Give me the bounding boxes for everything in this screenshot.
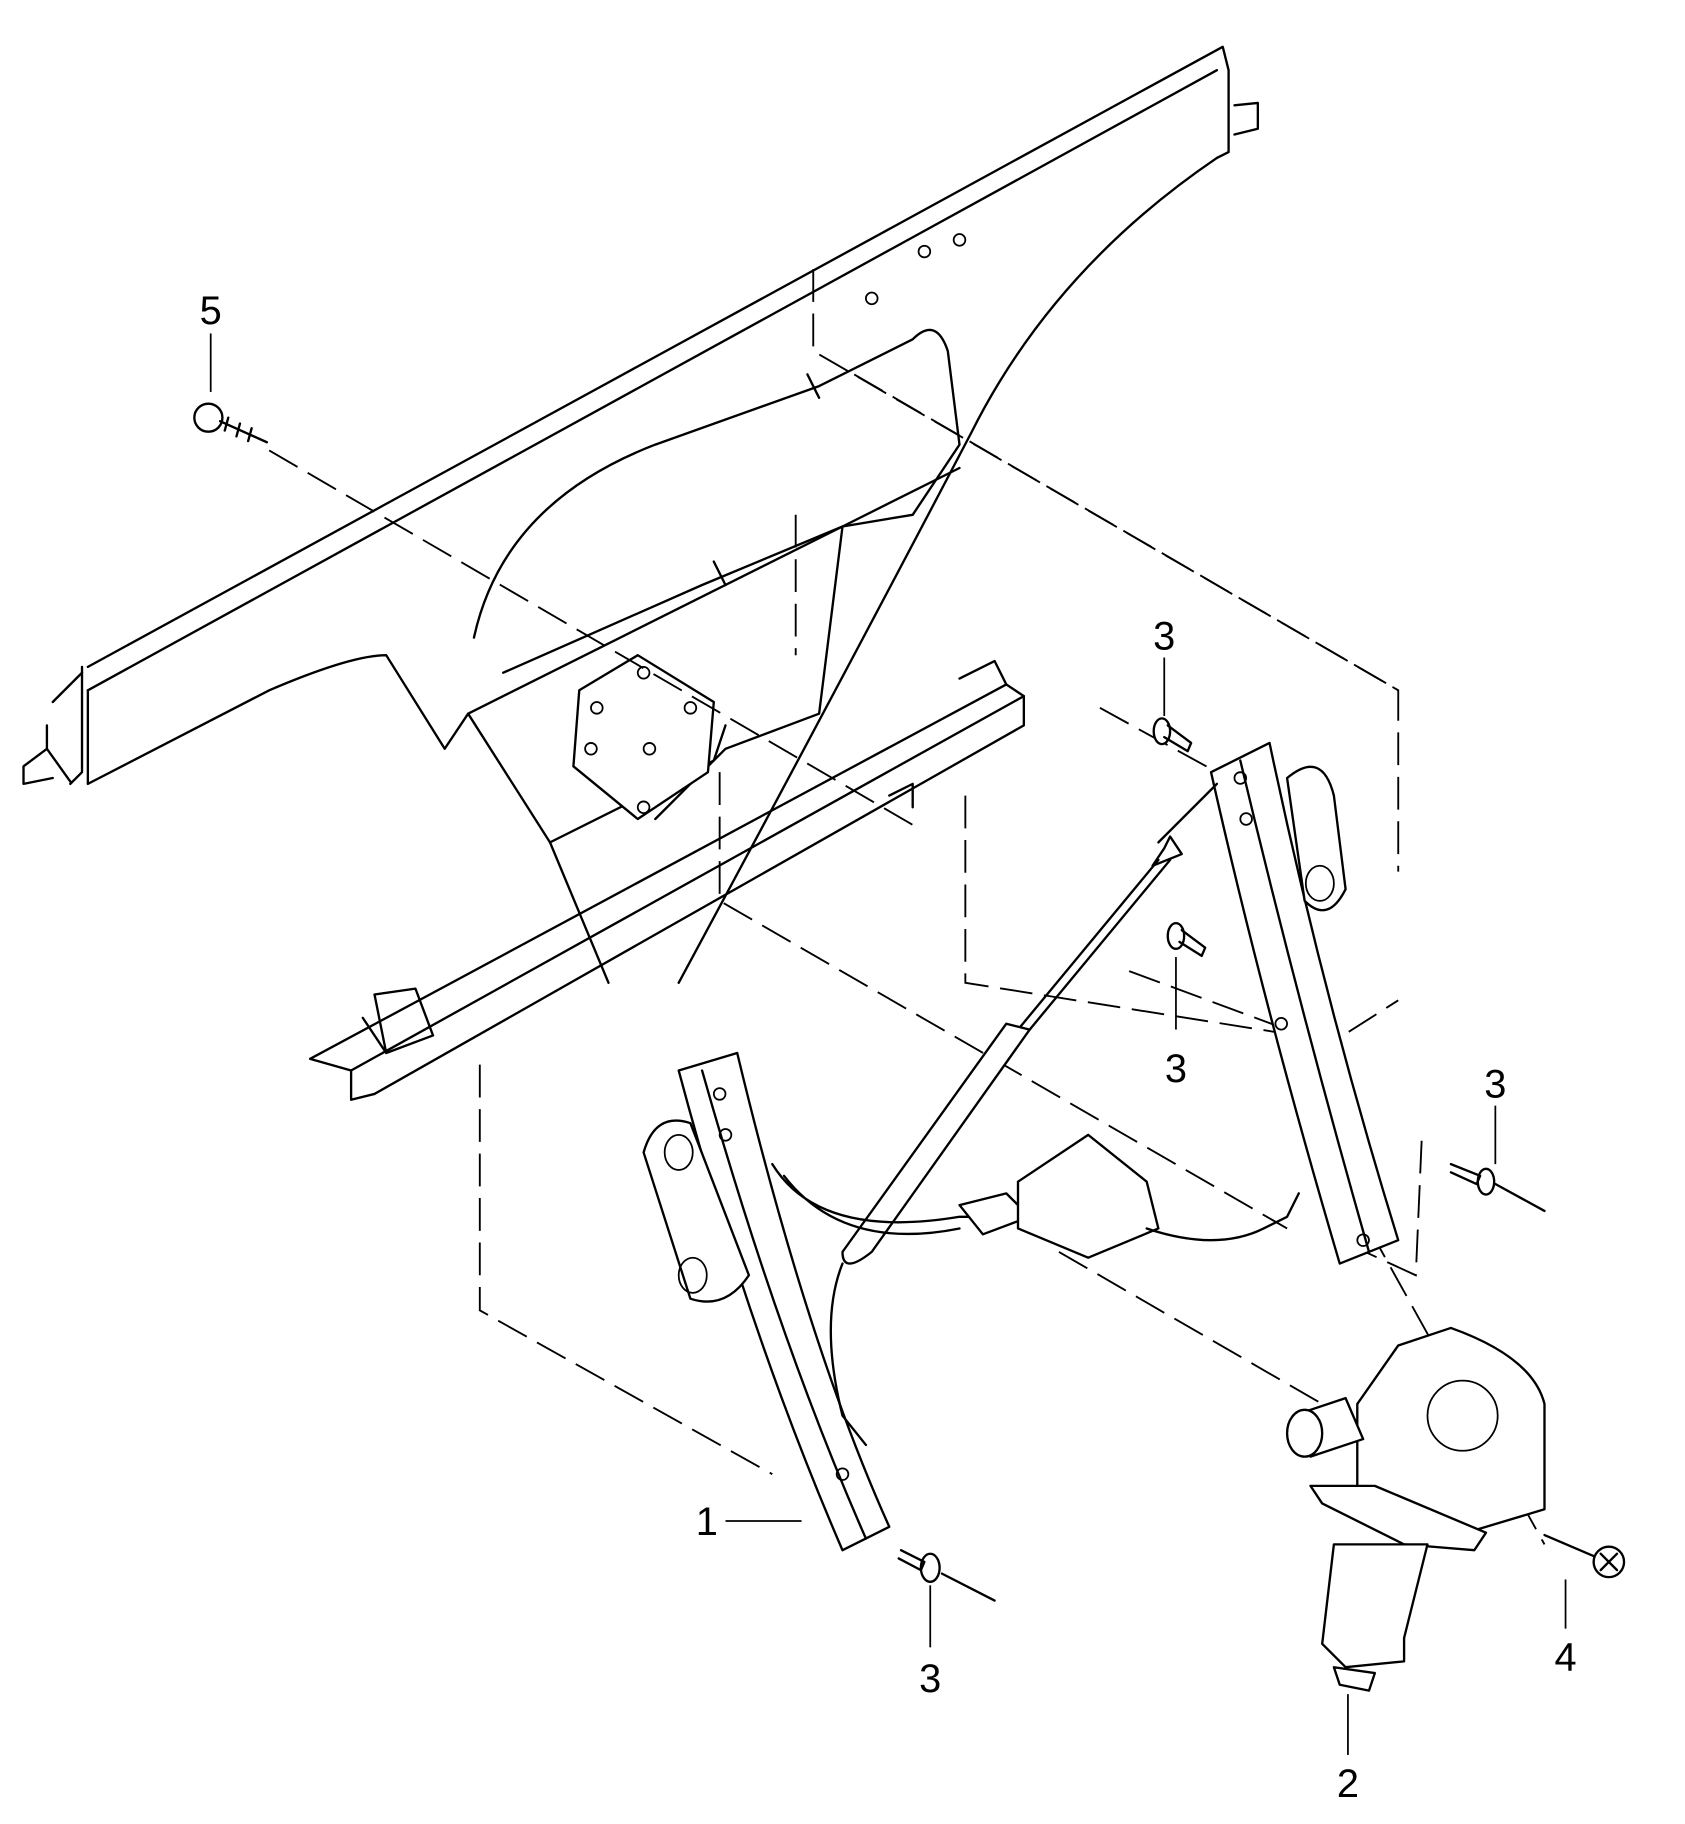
window-motor	[1285, 1326, 1546, 1692]
screw-5-icon	[193, 402, 269, 444]
bolt-3-right-icon	[1449, 1162, 1546, 1213]
callout-2: 2	[1337, 1762, 1359, 1806]
callouts: 5 3 3 3 1 3 4 2	[200, 289, 1577, 1806]
bolt-3-middle-icon	[1166, 921, 1207, 958]
window-regulator	[642, 741, 1400, 1552]
screw-4-icon	[1543, 1533, 1626, 1579]
bolt-3-top-icon	[1152, 717, 1193, 753]
callout-3-top: 3	[1153, 614, 1175, 658]
bolt-3-bottom-icon	[897, 1549, 996, 1602]
callout-5: 5	[200, 289, 222, 333]
callout-3-middle: 3	[1165, 1047, 1187, 1091]
fasteners	[193, 402, 1626, 1602]
callout-3-right: 3	[1484, 1062, 1506, 1106]
callout-1: 1	[696, 1500, 718, 1544]
callout-3-bottom: 3	[919, 1657, 941, 1701]
callout-4: 4	[1554, 1636, 1576, 1680]
lower-guide-rail	[308, 659, 1026, 1101]
assembly-lines	[268, 269, 1546, 1545]
door-carrier-frame	[22, 45, 1260, 984]
